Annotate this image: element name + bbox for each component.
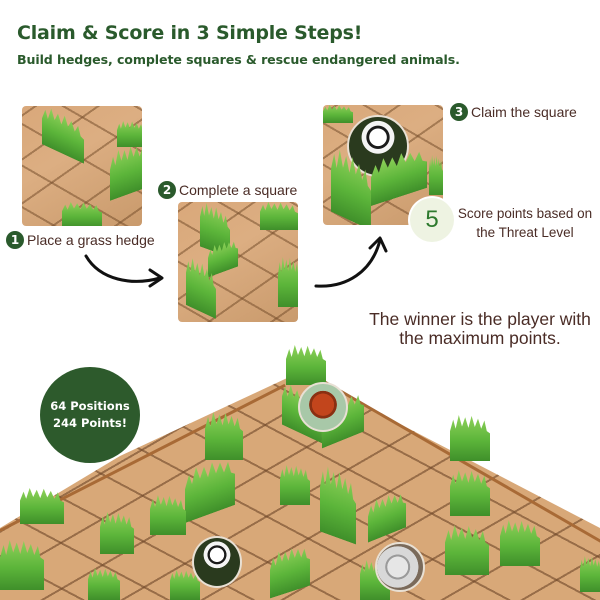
step-2-number: 2 — [158, 181, 176, 199]
page-title: Claim & Score in 3 Simple Steps! — [17, 22, 363, 44]
curved-arrow-up-right-icon — [314, 236, 388, 288]
score-description: Score points based on the Threat Level — [457, 206, 593, 240]
curved-arrow-right-icon — [84, 254, 164, 288]
score-badge: 5 — [410, 198, 454, 242]
step-3-text: Claim the square — [471, 104, 577, 120]
step-2-label: 2 Complete a square — [158, 181, 297, 199]
step-2-photo — [178, 202, 298, 322]
stamp-line-1: 64 Positions — [50, 399, 130, 413]
step-1-photo — [22, 106, 142, 226]
step-1-label: 1 Place a grass hedge — [6, 231, 155, 249]
winner-text: The winner is the player with the maximu… — [369, 309, 591, 348]
step-1-text: Place a grass hedge — [27, 232, 155, 248]
panda-token-board — [192, 536, 242, 588]
step-3-photo — [323, 105, 443, 225]
positions-points-stamp: 64 Positions 244 Points! — [40, 367, 140, 463]
snow-leopard-token — [375, 542, 425, 592]
golden-monkey-token — [298, 382, 348, 432]
step-3-label: 3 Claim the square — [450, 103, 577, 121]
step-1-number: 1 — [6, 231, 24, 249]
stamp-line-2: 244 Points! — [52, 416, 128, 430]
step-3-number: 3 — [450, 103, 468, 121]
step-2-text: Complete a square — [179, 182, 298, 198]
page-subtitle: Build hedges, complete squares & rescue … — [17, 52, 460, 67]
